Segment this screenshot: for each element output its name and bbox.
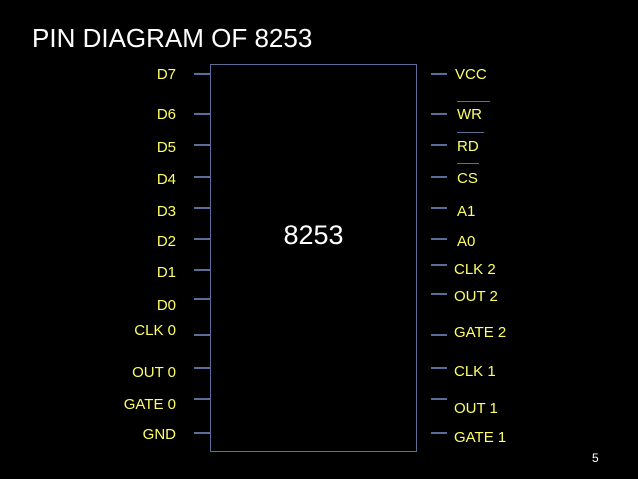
- pin-line-clk0: [194, 334, 210, 336]
- pin-line-d4: [194, 176, 210, 178]
- pin-label-clk2: CLK 2: [454, 261, 496, 278]
- pin-line-out1: [431, 398, 447, 400]
- pin-label-rd: RD: [457, 138, 479, 155]
- pin-line-vcc: [431, 73, 447, 75]
- pin-label-gate0: GATE 0: [123, 396, 176, 413]
- pin-label-cs: CS: [457, 170, 478, 187]
- pin-line-d0: [194, 298, 210, 300]
- pin-line-wr: [431, 113, 447, 115]
- pin-label-a1: A1: [457, 203, 476, 220]
- pin-label-d7: D7: [156, 66, 176, 83]
- pin-line-d1: [194, 269, 210, 271]
- pin-line-cs: [431, 176, 447, 178]
- pin-label-wr: WR: [457, 106, 482, 123]
- pin-line-d2: [194, 238, 210, 240]
- pin-label-gate1: GATE 1: [454, 429, 507, 446]
- pin-line-gate0: [194, 398, 210, 400]
- pin-line-clk1: [431, 367, 447, 369]
- pin-label-d1: D1: [156, 264, 176, 281]
- pin-line-a1: [431, 207, 447, 209]
- pin-line-gnd: [194, 432, 210, 434]
- page-title: PIN DIAGRAM OF 8253: [32, 23, 313, 53]
- pin-label-out2: OUT 2: [454, 288, 498, 305]
- pin-line-gate1: [431, 432, 447, 434]
- pin-label-out1: OUT 1: [454, 400, 498, 417]
- page-number: 5: [592, 451, 599, 465]
- pin-label-clk1: CLK 1: [454, 363, 496, 380]
- pin-label-out0: OUT 0: [132, 364, 176, 381]
- pin-line-d5: [194, 144, 210, 146]
- active-low-bar-wr: [457, 101, 490, 103]
- pin-label-d0: D0: [156, 297, 176, 314]
- pin-label-d6: D6: [156, 106, 176, 123]
- pin-label-vcc: VCC: [455, 66, 487, 83]
- pin-label-d5: D5: [156, 139, 176, 156]
- pin-label-gnd: GND: [142, 426, 176, 443]
- pin-line-d7: [194, 73, 210, 75]
- pin-line-gate2: [431, 334, 447, 336]
- active-low-bar-cs: [457, 163, 479, 165]
- pin-label-d2: D2: [156, 233, 176, 250]
- pin-label-d4: D4: [156, 171, 176, 188]
- pin-line-d3: [194, 207, 210, 209]
- chip-body: 8253: [210, 64, 417, 452]
- pin-label-clk0: CLK 0: [134, 322, 176, 339]
- pin-label-gate2: GATE 2: [454, 324, 507, 341]
- active-low-bar-rd: [457, 132, 484, 134]
- pin-label-a0: A0: [457, 233, 476, 250]
- pin-line-out2: [431, 293, 447, 295]
- pin-line-rd: [431, 144, 447, 146]
- pin-line-clk2: [431, 264, 447, 266]
- pin-line-a0: [431, 238, 447, 240]
- pin-label-d3: D3: [156, 203, 176, 220]
- chip-label: 8253: [283, 220, 344, 250]
- pin-line-d6: [194, 113, 210, 115]
- pin-line-out0: [194, 367, 210, 369]
